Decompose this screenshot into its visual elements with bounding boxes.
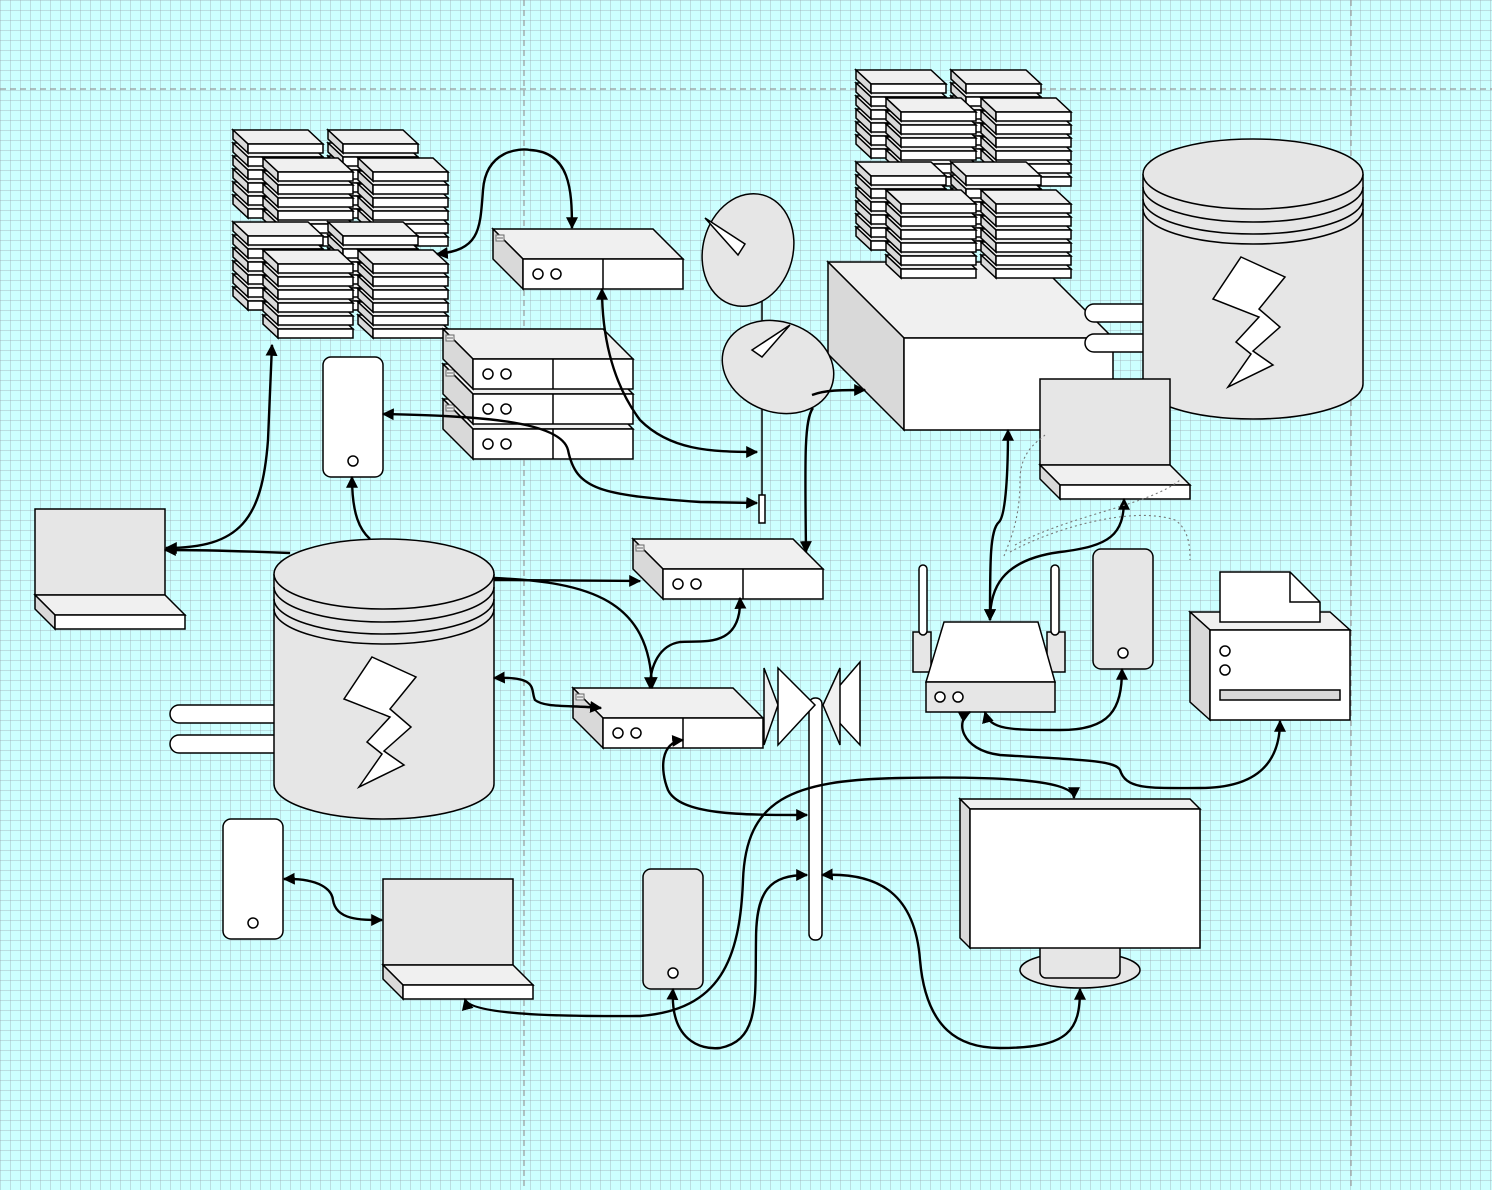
edge-dish-to-router-middle[interactable] [799, 407, 815, 554]
laptop-icon[interactable] [34, 508, 186, 630]
router-icon[interactable] [442, 328, 634, 460]
edge-db-to-phone[interactable] [346, 475, 371, 540]
edge-phone-to-dish[interactable] [381, 408, 759, 509]
edge-router-lower-to-tower[interactable] [662, 734, 809, 821]
database-icon[interactable] [1084, 138, 1364, 420]
edge-db-to-laptop[interactable] [163, 544, 291, 557]
monitor-icon[interactable] [958, 797, 1202, 989]
edge-dish-to-mainframe[interactable] [811, 384, 867, 397]
edge-db-to-router-lower-top[interactable] [493, 576, 658, 690]
printer-icon[interactable] [1188, 571, 1352, 722]
edge-wireless-router-to-printer[interactable] [957, 710, 1286, 790]
server-stack-icon[interactable] [856, 70, 1071, 278]
laptop-icon[interactable] [382, 878, 534, 1000]
router-icon[interactable] [492, 228, 684, 290]
edge-stack-to-router[interactable] [435, 148, 578, 259]
edge-router-middle-to-lower[interactable] [644, 596, 747, 690]
edge-phone-to-laptop[interactable] [282, 872, 384, 926]
edge-mainframe-to-wireless-router[interactable] [984, 428, 1014, 622]
mobile-phone-icon[interactable] [1092, 548, 1154, 670]
edge-phone-to-tower[interactable] [666, 869, 809, 1050]
satellite-dish-icon[interactable] [709, 305, 847, 429]
connectors [163, 148, 1286, 1050]
router-icon[interactable] [632, 538, 824, 600]
laptop-icon[interactable] [1039, 378, 1191, 500]
mobile-phone-icon[interactable] [642, 868, 704, 990]
edge-wireless-router-to-laptop[interactable] [984, 497, 1130, 622]
edge-dotted-wireless-link[interactable] [1003, 434, 1191, 561]
router-icon[interactable] [572, 687, 764, 749]
database-icon[interactable] [169, 538, 495, 820]
server-stack-icon[interactable] [233, 130, 448, 338]
edge-db-to-router-lower[interactable] [492, 671, 603, 713]
mobile-phone-icon[interactable] [322, 356, 384, 478]
mobile-phone-icon[interactable] [222, 818, 284, 940]
edge-tower-to-monitor[interactable] [820, 868, 1086, 1050]
edge-laptop-to-stack[interactable] [164, 343, 278, 554]
